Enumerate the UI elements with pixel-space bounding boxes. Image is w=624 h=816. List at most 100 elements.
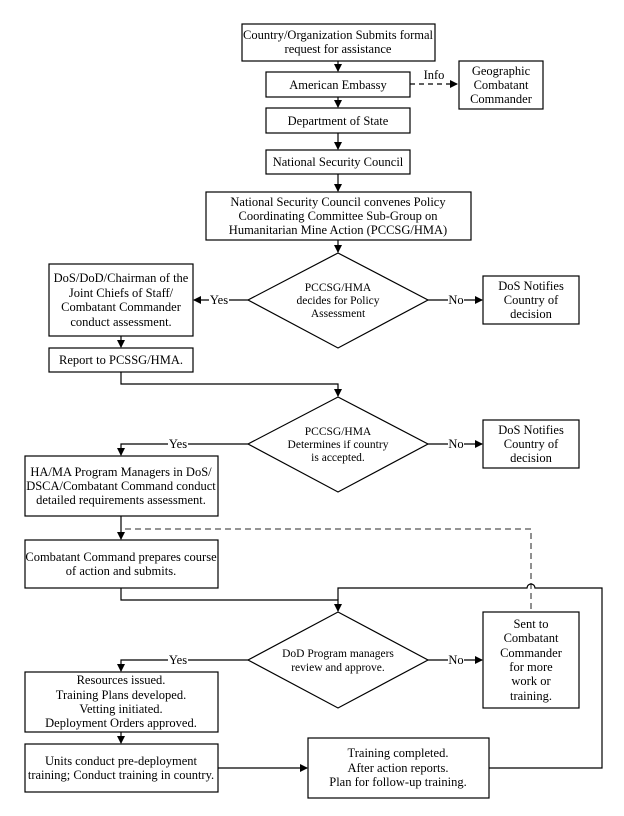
node-text-line: Deployment Orders approved. [45,716,197,730]
node-box [168,438,188,450]
node-text-line: Report to PCSSG/HMA. [59,353,183,367]
node-text-line: Department of State [288,114,389,128]
node-text-line: request for assistance [285,42,392,56]
node-text-line: National Security Council [273,155,404,169]
label-no-1: No [448,293,463,307]
node-text-line: Country of [504,437,559,451]
node-text-line: training. [510,689,552,703]
node-text-line: American Embassy [289,78,387,92]
decision-country-accepted: PCCSG/HMA Determines if country is accep… [246,396,430,493]
node-box [24,455,219,517]
node-box [458,60,544,110]
node-text-line: for more [509,660,553,674]
node-text-line: decision [510,451,552,465]
node-box [482,275,580,325]
node-box [482,611,580,709]
node-text-line: PCCSG/HMA [305,282,372,294]
node-text-line: decision [510,307,552,321]
node-text-line: Units conduct pre-deployment [45,754,198,768]
node-text-line: PCCSG/HMA [305,426,372,438]
node-box [448,294,464,306]
node-units-training: Units conduct pre-deployment training; C… [24,743,219,793]
node-text-line: of action and submits. [66,564,176,578]
node-box [209,294,229,306]
node-text-line: request for assistance [285,42,392,56]
node-text-line: Plan for follow-up training. [329,775,466,789]
node-text-line: Assessment [311,308,366,320]
node-text-line: Resources issued. [77,673,166,687]
decision-policy-assessment: PCCSG/HMA decides for Policy Assessment [246,252,430,349]
node-text-line: National Security Council convenes Polic… [230,195,446,209]
node-text-line: review and approve. [291,662,385,674]
node-box [265,149,411,175]
node-nsc: National Security Council [265,149,411,175]
node-requirements-assessment: HA/MA Program Managers in DoS/ DSCA/Comb… [24,455,219,517]
edge-labels: Info Yes No Yes No Yes No [168,68,464,667]
node-request: Country/Organization Submits formal requ… [241,23,436,62]
node-text-line: work or [511,674,551,688]
label-info: Info [424,68,445,82]
node-box [24,539,219,589]
node-text-line: DoS Notifies [498,423,564,437]
node-box [24,671,219,733]
label-no-2: No [448,437,463,451]
node-text-line: Combatant [474,78,529,92]
node-dos-notifies-1: DoS Notifies Country of decision [482,275,580,325]
node-text-line: Combatant Command prepares course [25,550,217,564]
node-text-line: training; Conduct training in country. [28,768,214,782]
node-embassy: American Embassy [265,71,411,98]
arrow-decision2-yes [117,443,248,456]
node-box [24,743,219,793]
node-text-line: is accepted. [311,452,365,464]
node-department-of-state: Department of State [265,107,411,134]
node-text-line: conduct assessment. [70,315,171,329]
connectors [117,61,603,772]
node-text-line: HA/MA Program Managers in DoS/ [30,465,212,479]
label-yes-1: Yes [210,293,228,307]
node-text-line: Joint Chiefs of Staff/ [69,286,174,300]
node-text-line: Determines if country [288,439,389,451]
node-text-line: Coordinating Committee Sub-Group on [239,209,439,223]
node-box [482,419,580,469]
node-text-line: Country/Organization Submits formal [243,28,434,42]
node-box [265,71,411,98]
loop-training-to-review [337,583,603,769]
node-box [448,438,464,450]
node-text-line: DoS Notifies [498,279,564,293]
node-sent-to-commander: Sent to Combatant Commander for more wor… [482,611,580,709]
node-box [205,191,472,241]
node-pccsg-convenes: National Security Council convenes Polic… [205,191,472,241]
node-box [48,347,194,373]
node-course-of-action: Combatant Command prepares course of act… [24,539,219,589]
node-text-line: DoD Program managers [282,648,394,660]
node-text-line: DoS/DoD/Chairman of the [54,271,189,285]
node-box [168,654,188,666]
node-box [48,263,194,337]
node-conduct-assessment: DoS/DoD/Chairman of the Joint Chiefs of … [48,263,194,337]
decision-diamond [246,396,430,493]
node-text-line: After action reports. [347,761,448,775]
node-text-line: Country/Organization Submits formal [243,28,434,42]
node-text-line: Geographic [472,64,531,78]
node-text-line: Vetting initiated. [79,702,162,716]
node-resources-issued: Resources issued. Training Plans develop… [24,671,219,733]
arrow-report-decision2 [120,372,342,397]
node-training-completed: Training completed. After action reports… [307,737,490,799]
label-yes-2: Yes [169,437,187,451]
node-text-line: Combatant [504,631,559,645]
node-text-line: Commander [500,646,563,660]
label-no-3: No [448,653,463,667]
decision-diamond [246,252,430,349]
decision-review-approve: DoD Program managers review and approve. [246,611,430,709]
node-box [448,654,464,666]
arrow-decision3-yes [117,659,248,672]
node-geographic-commander: Geographic Combatant Commander [458,60,544,110]
node-dos-notifies-2: DoS Notifies Country of decision [482,419,580,469]
node-text-line: Combatant Commander [61,300,182,314]
node-text-line: Training Plans developed. [56,688,186,702]
node-text-line: Training completed. [348,746,449,760]
node-text-line: detailed requirements assessment. [36,493,206,507]
node-box [241,23,436,62]
